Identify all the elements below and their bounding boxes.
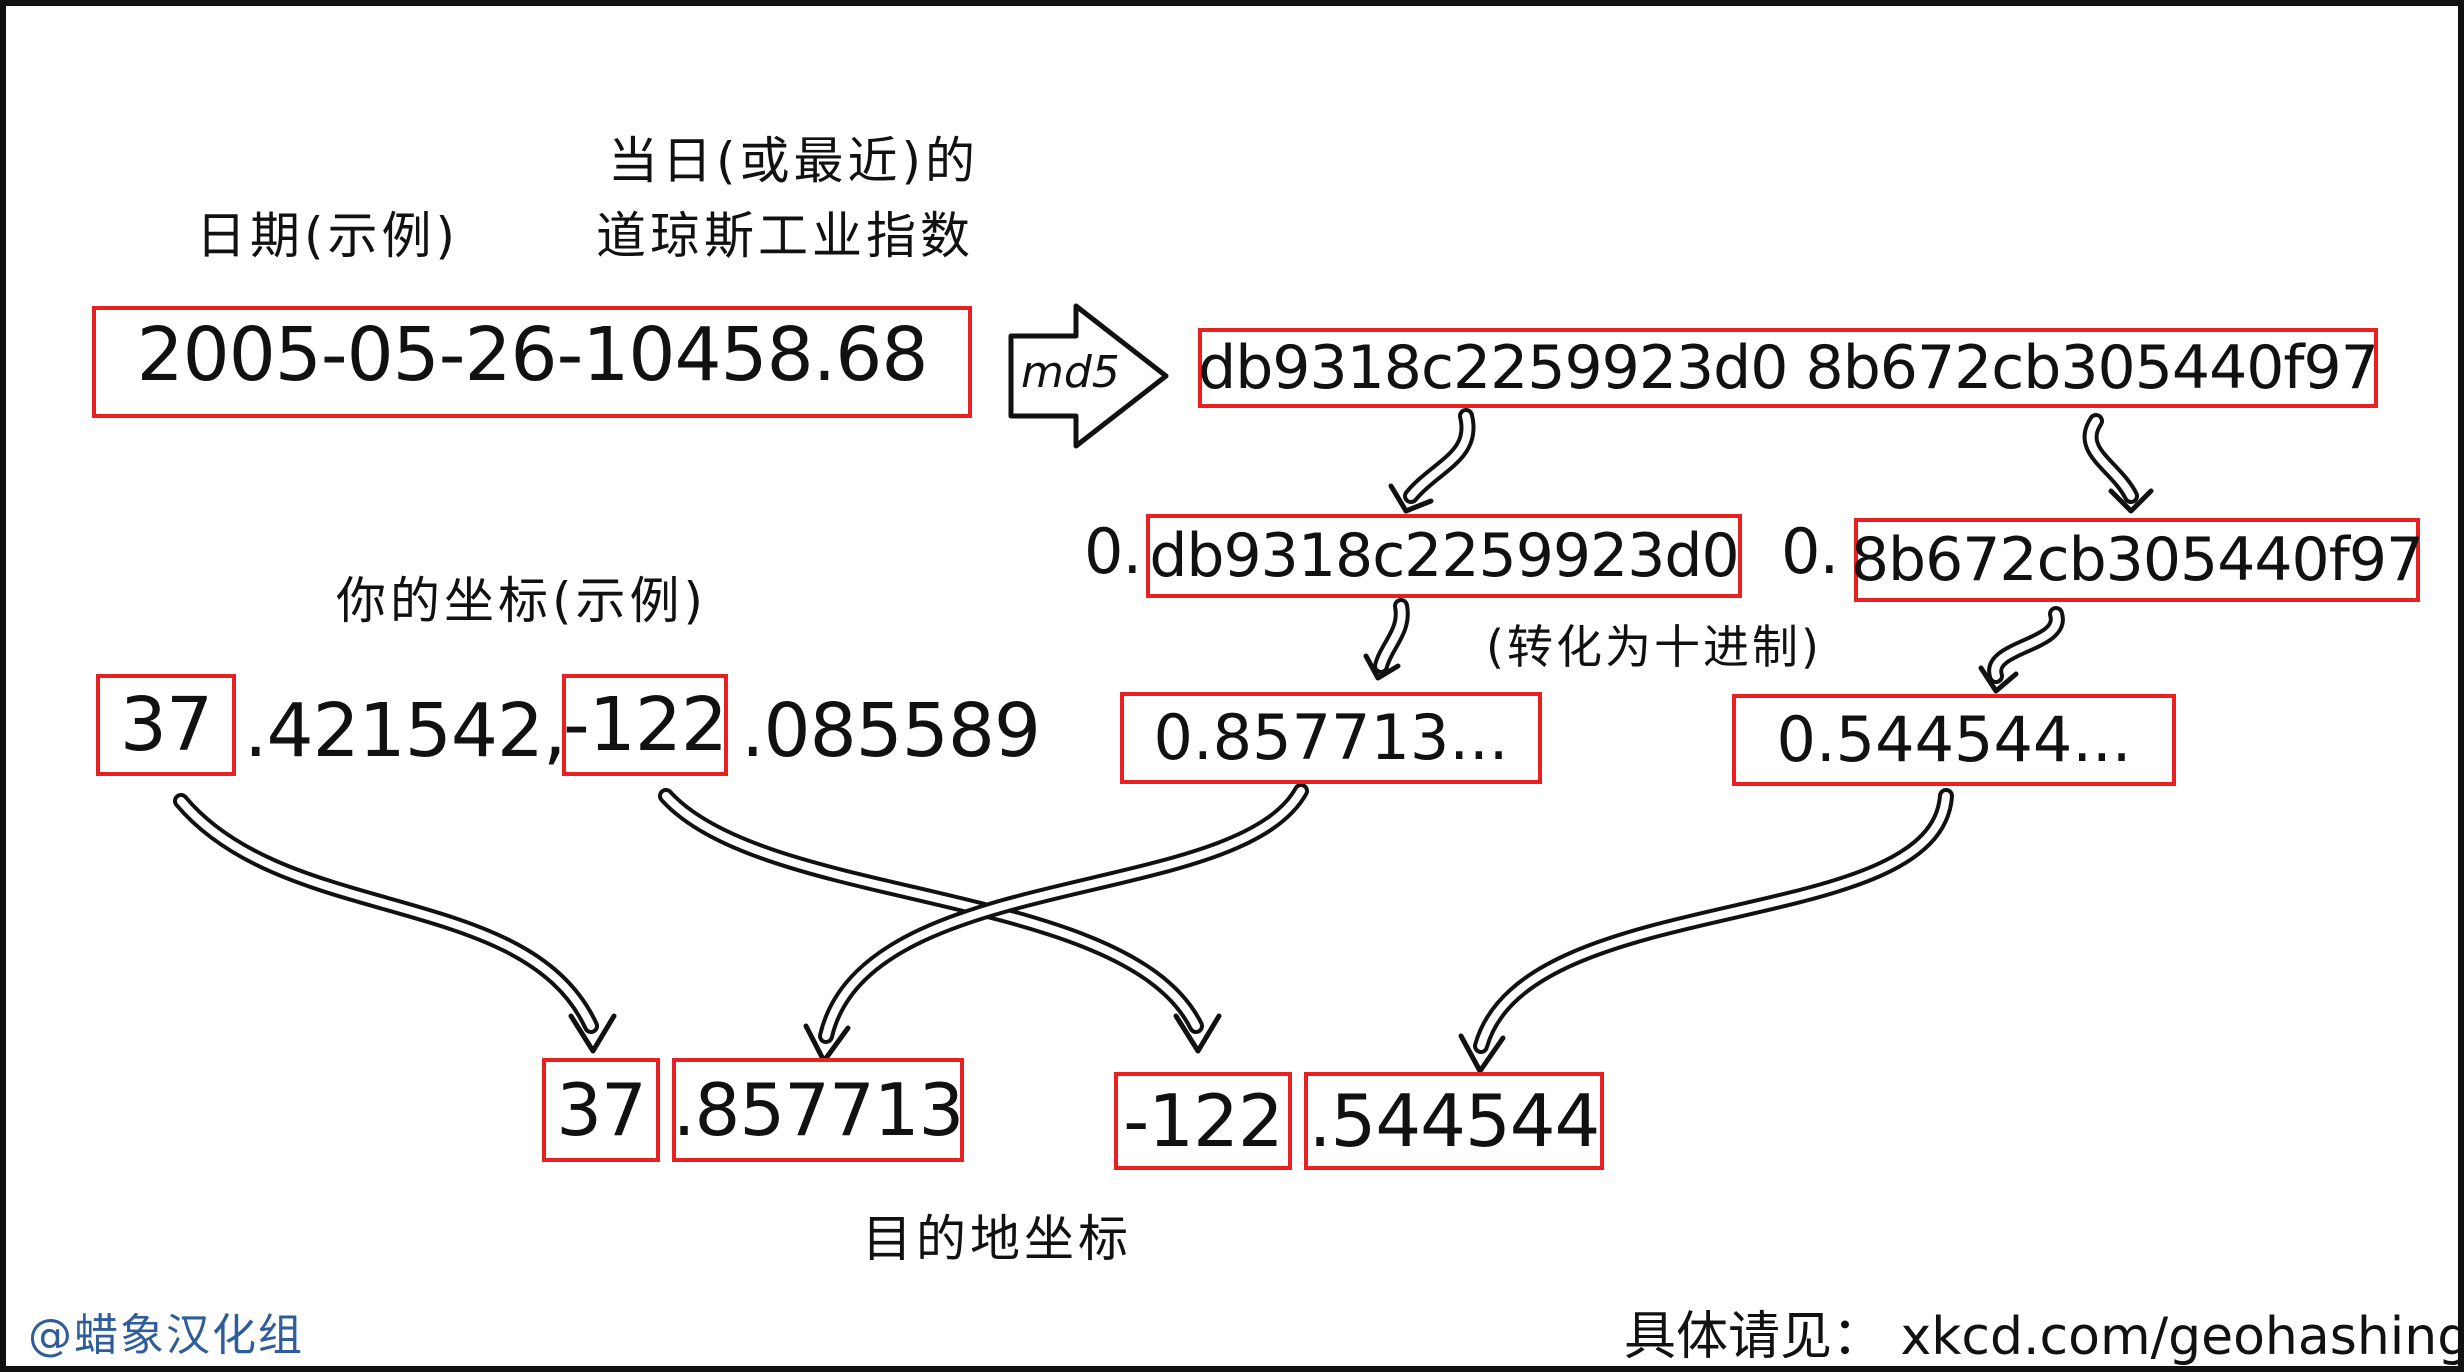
date-label: 日期(示例) (196, 207, 460, 265)
arrow-first-to-decimal (1373, 598, 1410, 674)
arrowhead (1388, 483, 1434, 514)
arrowhead (2108, 488, 2154, 514)
arrowhead (1173, 1013, 1222, 1054)
arrow-decimal2-to-dest (1473, 788, 1954, 1054)
arrow-lat-int-to-dest (173, 793, 599, 1034)
md5-label: md5 (1021, 347, 1120, 398)
md5-hash-box: db9318c2259923d0 8b672cb305440f97 (1198, 328, 2379, 408)
coords-label: 你的坐标(示例) (336, 572, 708, 630)
arrow-hash-to-second (2082, 413, 2139, 504)
dest-lat-int-box: 37 (542, 1058, 660, 1162)
dest-lon-frac-box: .544544 (1304, 1072, 1604, 1170)
current-lon-frac: .085589 (741, 688, 1041, 774)
second-half-prefix: 0. (1781, 515, 1839, 588)
date-dow-input-box: 2005-05-26-10458.68 (92, 306, 972, 418)
arrow-lon-int-to-dest (658, 788, 1204, 1034)
dest-lat-frac-box: .857713 (672, 1058, 964, 1162)
dow-label-line2: 道琼斯工业指数 (596, 207, 974, 265)
decimal-note: (转化为十进制) (1486, 620, 1822, 674)
arrowhead (803, 1023, 851, 1064)
current-lat-frac: .421542, (244, 688, 567, 774)
arrowhead (1978, 665, 2019, 694)
first-half-prefix: 0. (1084, 515, 1142, 588)
destination-label: 目的地坐标 (862, 1210, 1132, 1268)
dow-label-line1: 当日(或最近)的 (608, 132, 980, 190)
arrowhead (1363, 653, 1401, 681)
current-lon-int-box: -122 (562, 674, 728, 776)
translator-credit: @蜡象汉化组 (28, 1310, 304, 1361)
second-half-box: 8b672cb305440f97 (1851, 518, 2424, 602)
arrow-decimal1-to-dest (818, 783, 1309, 1044)
arrowhead (568, 1013, 617, 1054)
arrow-hash-to-first (1403, 408, 1476, 504)
current-lat-int-box: 37 (96, 674, 236, 776)
second-decimal-box: 0.544544... (1732, 694, 2176, 786)
see-more-link[interactable]: 具体请见： xkcd.com/geohashing (1624, 1307, 2464, 1367)
first-half-box: db9318c2259923d0 (1146, 514, 1742, 598)
arrow-second-to-decimal (1987, 606, 2065, 684)
arrowhead (1458, 1033, 1506, 1074)
first-decimal-box: 0.857713... (1120, 692, 1542, 784)
dest-lon-int-box: -122 (1114, 1072, 1292, 1170)
